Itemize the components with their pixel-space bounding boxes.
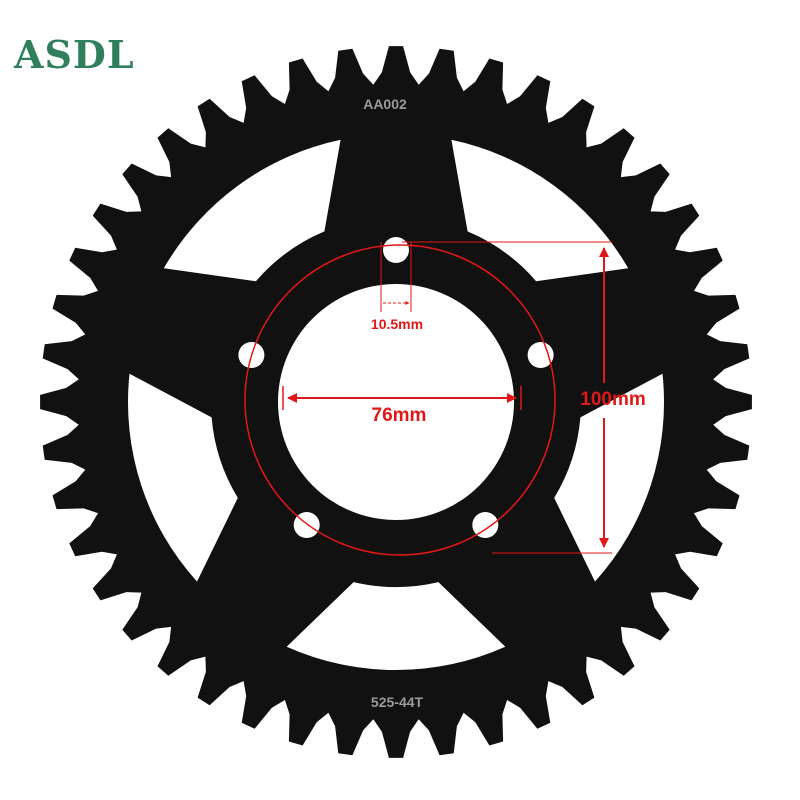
bolt-circle-label: 100mm — [580, 389, 646, 410]
hole-diameter-label: 10.5mm — [371, 316, 423, 332]
sprocket-body — [40, 46, 752, 758]
bolt-circle-outline — [244, 244, 556, 556]
hole-diameter-dimension: 10.5mm — [371, 242, 423, 332]
bore-diameter-dimension: 76mm — [282, 386, 522, 426]
size-code-stamp: 525-44T — [371, 694, 424, 710]
brand-logo: ASDL — [14, 32, 135, 77]
bore-diameter-label: 76mm — [372, 405, 427, 426]
bolt-circle-dimension: 100mm — [402, 241, 646, 554]
part-code-stamp: AA002 — [363, 96, 407, 112]
